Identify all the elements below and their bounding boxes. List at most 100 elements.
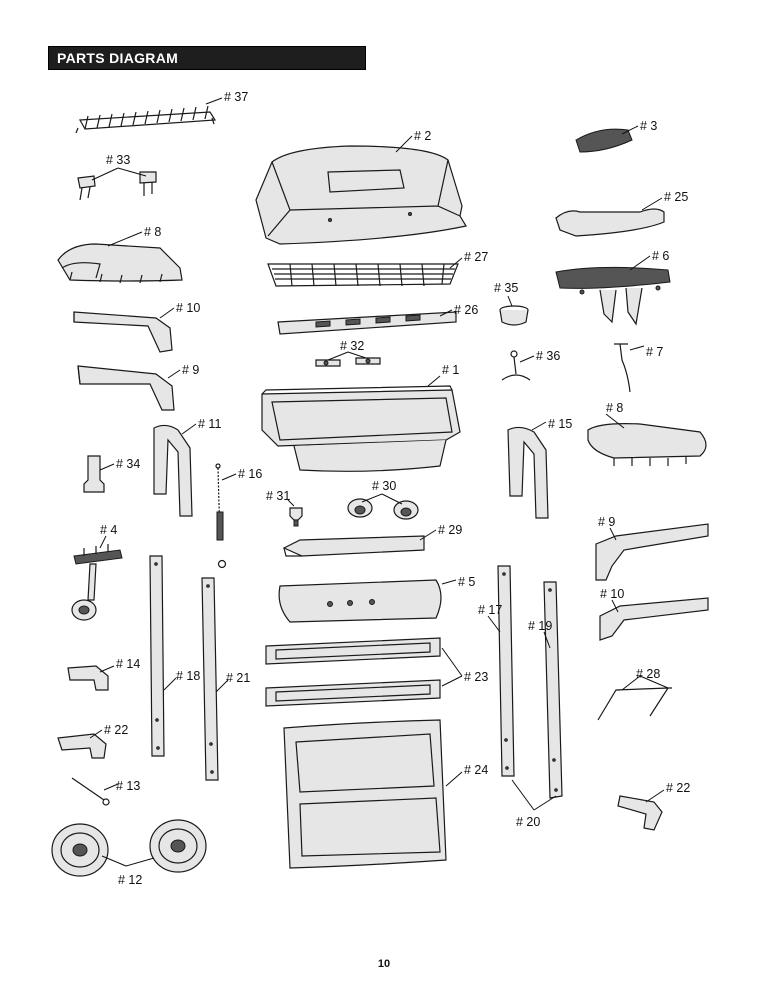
label-27: # 27: [464, 250, 488, 264]
section-title: PARTS DIAGRAM: [57, 50, 179, 66]
part-bracket-34: [83, 455, 105, 493]
leader-31: [287, 499, 295, 507]
label-28: # 28: [636, 667, 660, 681]
label-20: # 20: [516, 815, 540, 829]
section-header: PARTS DIAGRAM: [48, 46, 366, 70]
label-8b: # 8: [606, 401, 623, 415]
part-logo-plate: [575, 128, 633, 153]
part-valve-manifold: [71, 544, 123, 621]
label-10a: # 10: [176, 301, 200, 315]
leader-8b: [605, 413, 625, 429]
leader-37: [205, 97, 223, 105]
leader-9b: [609, 527, 617, 541]
part-axle: [71, 777, 110, 806]
label-24: # 24: [464, 763, 488, 777]
part-leg-bracket-15: [507, 426, 549, 519]
label-9a: # 9: [182, 363, 199, 377]
label-31: # 31: [266, 489, 290, 503]
part-heat-tent: [277, 311, 457, 335]
part-shelf-bracket-9b: [595, 523, 709, 581]
label-26: # 26: [454, 303, 478, 317]
leader-18: [163, 677, 177, 691]
leader-19: [543, 631, 551, 649]
part-leg-18: [149, 555, 165, 757]
part-leg-bracket-22a: [57, 733, 107, 759]
label-18: # 18: [176, 669, 200, 683]
leader-10b: [611, 599, 619, 613]
label-13: # 13: [116, 779, 140, 793]
leader-32: [327, 351, 367, 361]
label-34: # 34: [116, 457, 140, 471]
leader-21: [215, 679, 229, 693]
label-6: # 6: [652, 249, 669, 263]
leader-24: [445, 771, 463, 787]
part-control-knobs: [347, 498, 419, 520]
label-12: # 12: [118, 873, 142, 887]
part-tool-hooks: [597, 687, 672, 721]
part-heat-shield-rail: [282, 535, 425, 557]
part-crossbars: [265, 637, 441, 707]
part-side-burner-lid: [555, 208, 665, 237]
leader-6: [629, 255, 651, 271]
part-leg-17: [497, 565, 515, 777]
label-22b: # 22: [666, 781, 690, 795]
leader-15: [531, 421, 547, 431]
label-1: # 1: [442, 363, 459, 377]
part-bottom-shelf-frame: [283, 719, 447, 869]
label-3: # 3: [640, 119, 657, 133]
part-shelf-bracket-10a: [73, 311, 173, 353]
leader-12: [101, 855, 155, 867]
label-15: # 15: [548, 417, 572, 431]
part-leg-bracket-22b: [617, 795, 663, 831]
part-lid: [255, 145, 467, 245]
label-19: # 19: [528, 619, 552, 633]
label-5: # 5: [458, 575, 475, 589]
part-grease-cup: [499, 305, 529, 326]
part-control-panel: [278, 579, 442, 623]
label-21: # 21: [226, 671, 250, 685]
part-side-shelf-right: [587, 423, 707, 466]
label-4: # 4: [100, 523, 117, 537]
label-8a: # 8: [144, 225, 161, 239]
part-brackets-33: [77, 171, 157, 201]
leader-1: [427, 375, 441, 387]
label-30: # 30: [372, 479, 396, 493]
label-16: # 16: [238, 467, 262, 481]
leader-26: [439, 309, 453, 317]
leader-13: [103, 783, 119, 791]
leader-3: [621, 125, 639, 135]
label-17: # 17: [478, 603, 502, 617]
leader-11: [181, 423, 197, 435]
label-33: # 33: [106, 153, 130, 167]
leader-27: [449, 257, 463, 269]
leader-10a: [159, 307, 175, 319]
page-number: 10: [377, 958, 391, 970]
label-11: # 11: [198, 417, 221, 431]
leader-28: [621, 675, 669, 691]
leader-36: [519, 355, 535, 363]
label-37: # 37: [224, 90, 248, 104]
leader-9a: [167, 369, 181, 379]
leader-30: [361, 493, 403, 505]
leader-5: [441, 579, 457, 585]
label-14: # 14: [116, 657, 140, 671]
leader-17: [487, 615, 501, 633]
label-23: # 23: [464, 670, 488, 684]
part-shelf-bracket-10b: [599, 597, 709, 641]
part-leg-19: [543, 581, 563, 799]
label-7: # 7: [646, 345, 663, 359]
leader-29: [419, 529, 437, 541]
label-22a: # 22: [104, 723, 128, 737]
leader-2: [395, 135, 413, 153]
leader-35: [507, 295, 513, 307]
label-29: # 29: [438, 523, 462, 537]
leader-23: [441, 647, 463, 687]
part-wheels: [51, 819, 207, 877]
part-shelf-bracket-9a: [77, 365, 175, 411]
leader-8a: [107, 231, 143, 247]
part-warming-rack: [75, 105, 217, 134]
part-electrode: [501, 350, 531, 381]
part-caster-bracket: [67, 665, 109, 691]
leader-7: [629, 345, 645, 351]
